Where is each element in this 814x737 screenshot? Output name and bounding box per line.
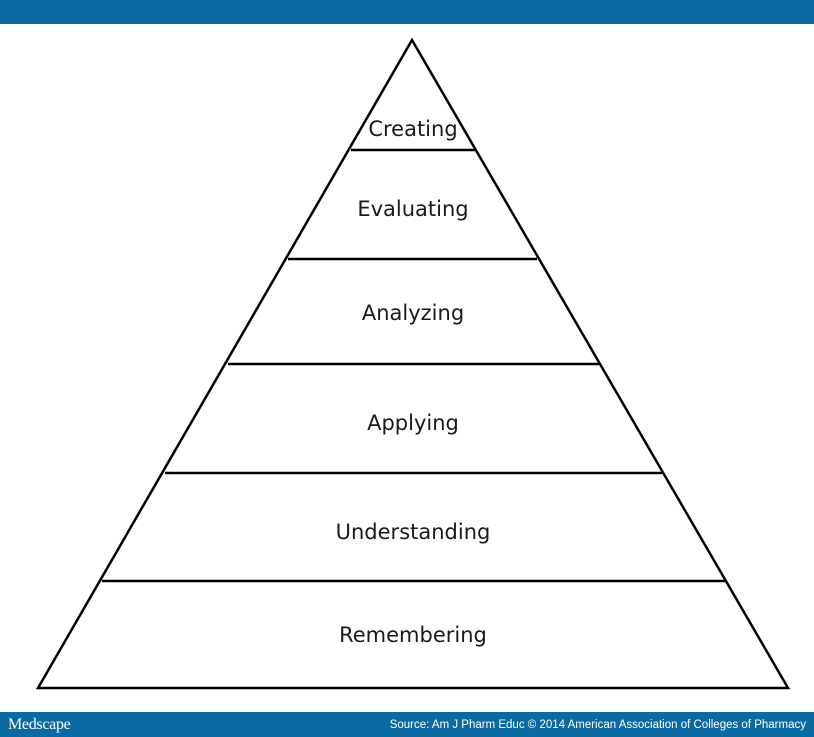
medscape-logo[interactable]: Medscape xyxy=(8,715,71,733)
top-banner xyxy=(0,0,814,24)
level-label-creating: Creating xyxy=(368,117,457,141)
source-citation: Source: Am J Pharm Educ © 2014 American … xyxy=(389,718,806,731)
level-label-evaluating: Evaluating xyxy=(357,197,468,221)
level-label-remembering: Remembering xyxy=(339,623,487,647)
level-label-analyzing: Analyzing xyxy=(362,301,464,325)
level-label-applying: Applying xyxy=(367,411,459,435)
footer-banner: Medscape Source: Am J Pharm Educ © 2014 … xyxy=(0,712,814,737)
level-label-understanding: Understanding xyxy=(336,520,491,544)
